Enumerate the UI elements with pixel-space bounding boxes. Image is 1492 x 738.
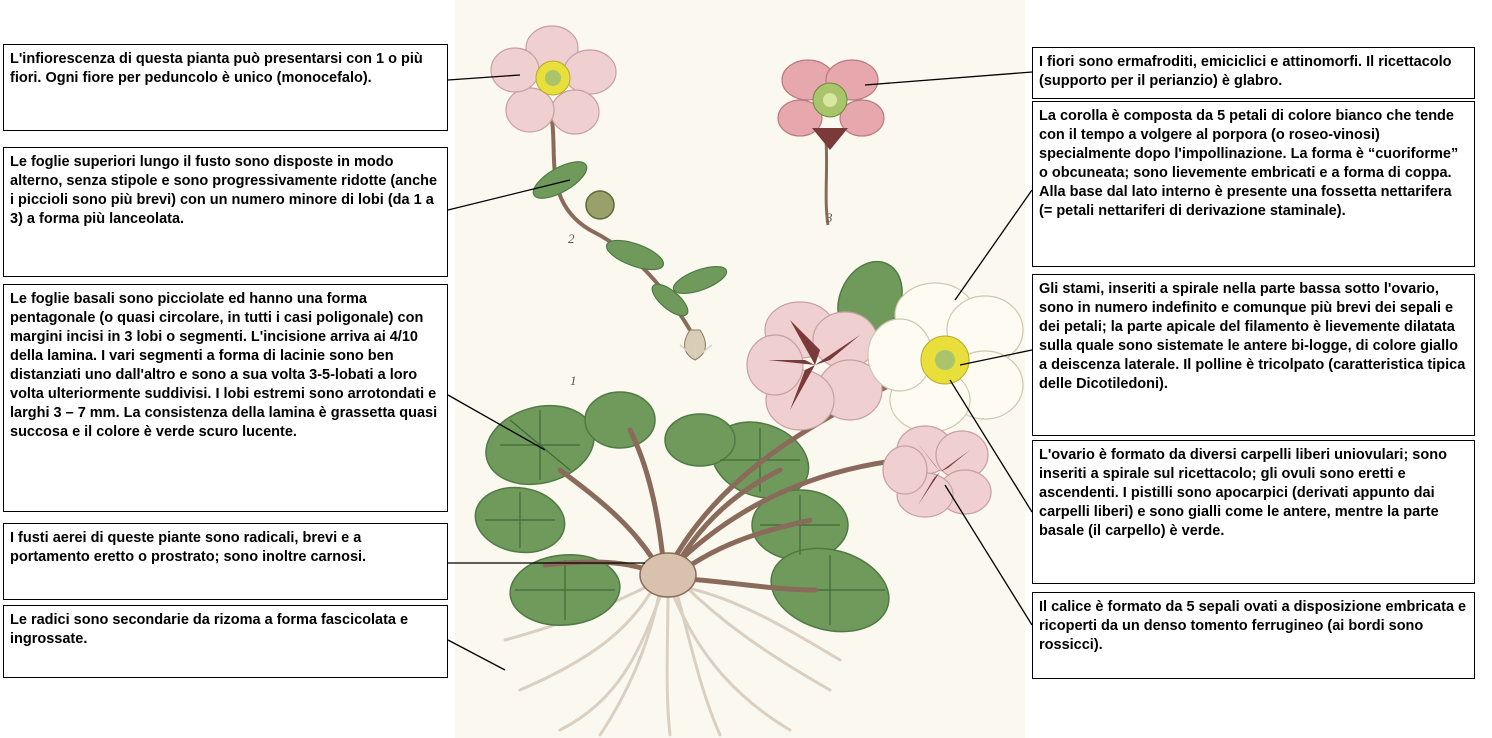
annotation-inflorescence: L'infiorescenza di questa pianta può pre… <box>3 44 448 131</box>
annotation-upper-leaves: Le foglie superiori lungo il fusto sono … <box>3 147 448 277</box>
annotation-roots: Le radici sono secondarie da rizoma a fo… <box>3 605 448 678</box>
annotation-calyx: Il calice è formato da 5 sepali ovati a … <box>1032 592 1475 679</box>
figure-number-3: 3 <box>825 210 833 225</box>
pink-flower-bottom <box>883 426 991 517</box>
annotation-stamens: Gli stami, inseriti a spirale nella part… <box>1032 274 1475 436</box>
annotation-ovary: L'ovario è formato da diversi carpelli l… <box>1032 440 1475 584</box>
annotation-basal-leaves: Le foglie basali sono picciolate ed hann… <box>3 284 448 512</box>
annotation-corolla: La corolla è composta da 5 petali di col… <box>1032 101 1475 267</box>
annotation-stems: I fusti aerei di queste piante sono radi… <box>3 523 448 600</box>
rhizome-collar <box>640 553 696 597</box>
figure-number-1: 1 <box>570 373 577 388</box>
annotation-flowers: I fiori sono ermafroditi, emiciclici e a… <box>1032 47 1475 99</box>
figure-number-2: 2 <box>568 231 575 246</box>
